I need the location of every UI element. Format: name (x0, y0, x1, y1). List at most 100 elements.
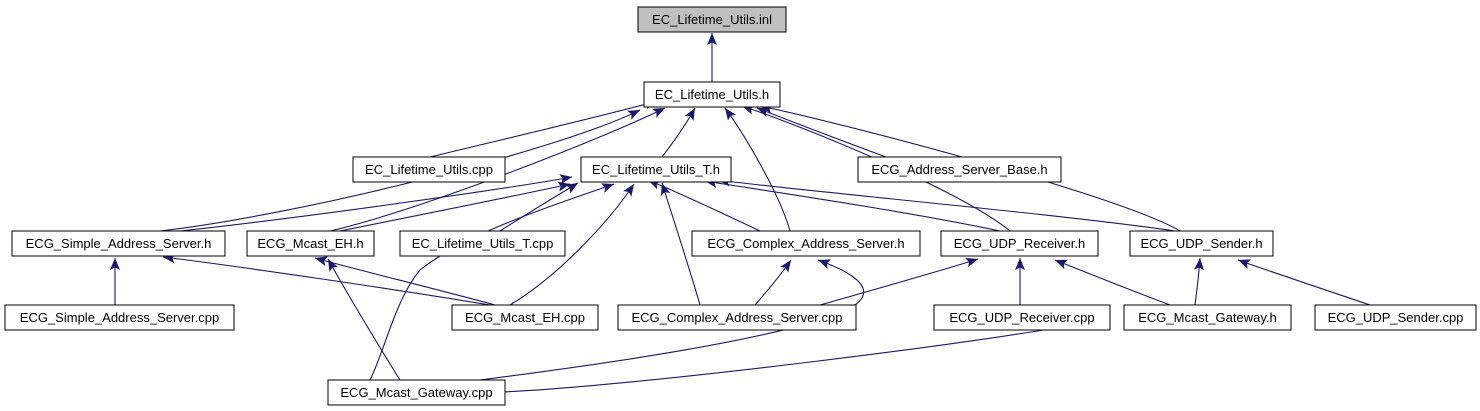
edge-line (329, 107, 666, 232)
edge-line (327, 258, 401, 381)
node-box[interactable] (451, 304, 599, 331)
edge-arrowhead (652, 108, 665, 118)
node-box[interactable] (1314, 304, 1477, 331)
node-ecg-udp-receiver-h[interactable]: ECG_UDP_Receiver.h (940, 230, 1099, 257)
edge-n6-to-n3 (339, 181, 571, 232)
node-ec-lifetime-utils-t-cpp[interactable]: EC_Lifetime_Utils_T.cpp (399, 230, 566, 257)
node-box[interactable] (1129, 230, 1274, 257)
node-box[interactable] (637, 6, 787, 33)
node-ecg-mcast-gateway-cpp[interactable]: ECG_Mcast_Gateway.cpp (327, 379, 506, 406)
edge-line (429, 100, 658, 158)
edge-n15-to-n9 (1054, 259, 1171, 306)
edge-arrowhead (565, 183, 578, 194)
node-box[interactable] (399, 230, 566, 257)
node-box[interactable] (857, 156, 1062, 183)
node-box[interactable] (933, 304, 1111, 331)
edge-n17-to-n3 (369, 183, 615, 381)
edge-n13-to-n3 (660, 182, 701, 306)
edge-n13-to-n8 (754, 259, 792, 306)
edge-arrowhead (315, 256, 328, 267)
node-box[interactable] (327, 379, 506, 406)
edge-n6-to-n1 (329, 107, 666, 232)
node-box[interactable] (246, 230, 375, 257)
node-box[interactable] (580, 156, 732, 183)
node-ec-lifetime-utils-t-h[interactable]: EC_Lifetime_Utils_T.h (580, 156, 732, 183)
edge-line (704, 180, 1001, 232)
edge-n5-to-n3 (179, 174, 573, 232)
node-box[interactable] (617, 304, 857, 331)
edge-line (819, 258, 979, 306)
node-ecg-udp-sender-cpp[interactable]: ECG_UDP_Sender.cpp (1314, 304, 1477, 331)
node-box[interactable] (940, 230, 1099, 257)
edge-line (509, 183, 635, 306)
edge-n12-to-n3 (509, 183, 635, 306)
node-ecg-udp-sender-h[interactable]: ECG_UDP_Sender.h (1129, 230, 1274, 257)
edge-arrowhead (110, 258, 120, 270)
edge-n15-to-n10 (1194, 257, 1205, 306)
edge-line (369, 183, 615, 381)
edge-arrowhead (1015, 258, 1025, 270)
node-box[interactable] (352, 156, 506, 183)
edge-n13-to-n9 (819, 257, 979, 306)
node-ecg-mcast-eh-cpp[interactable]: ECG_Mcast_EH.cpp (451, 304, 599, 331)
edge-line (756, 107, 887, 158)
node-box[interactable] (1123, 304, 1292, 331)
node-ecg-simple-address-server-cpp[interactable]: ECG_Simple_Address_Server.cpp (4, 304, 235, 331)
node-ec-lifetime-utils-inl[interactable]: EC_Lifetime_Utils.inl (637, 6, 787, 33)
node-ecg-udp-receiver-cpp[interactable]: ECG_UDP_Receiver.cpp (933, 304, 1111, 331)
edge-n4-to-n1 (756, 107, 887, 158)
edge-line (1237, 259, 1371, 306)
node-ecg-mcast-gateway-h[interactable]: ECG_Mcast_Gateway.h (1123, 304, 1292, 331)
edge-n12-to-n6 (314, 256, 496, 306)
edge-line (162, 256, 491, 306)
node-ecg-mcast-eh-h[interactable]: ECG_Mcast_EH.h (246, 230, 375, 257)
edge-line (717, 179, 1176, 232)
edge-arrowhead (707, 33, 717, 45)
edge-arrowhead (1055, 259, 1068, 270)
edge-layer (110, 33, 1371, 393)
edge-arrowhead (818, 259, 831, 269)
edge-n8-to-n1 (724, 107, 791, 232)
edge-n3-to-n1 (661, 107, 696, 158)
edge-n11-to-n5 (110, 258, 120, 305)
node-ecg-complex-address-server-cpp[interactable]: ECG_Complex_Address_Server.cpp (617, 304, 857, 331)
edge-n8-to-n3 (647, 179, 761, 232)
edge-arrowhead (1238, 259, 1251, 269)
node-box[interactable] (4, 304, 235, 331)
edge-n16-to-n10 (1237, 259, 1371, 306)
edge-arrowhead (559, 174, 572, 185)
edge-n7-to-n3 (499, 182, 579, 232)
node-box[interactable] (691, 230, 921, 257)
edge-arrowhead (328, 259, 339, 272)
node-ecg-simple-address-server-h[interactable]: ECG_Simple_Address_Server.h (11, 230, 226, 257)
edge-n9-to-n3 (704, 177, 1001, 232)
edge-n14-to-n9 (1015, 258, 1025, 305)
edge-n10-to-n3 (717, 176, 1176, 232)
edge-line (661, 182, 701, 306)
edge-arrowhead (725, 108, 737, 121)
edge-n1-to-n0 (707, 33, 717, 82)
edge-line (179, 176, 573, 232)
edge-line (647, 179, 761, 232)
edge-arrowhead (965, 257, 978, 268)
edge-line (724, 107, 791, 232)
node-box[interactable] (643, 81, 781, 108)
edge-n12-to-n5 (162, 253, 491, 306)
node-box[interactable] (11, 230, 226, 257)
node-ec-lifetime-utils-h[interactable]: EC_Lifetime_Utils.h (643, 81, 781, 108)
node-ecg-address-server-base-h[interactable]: ECG_Address_Server_Base.h (857, 156, 1062, 183)
edge-line (339, 183, 571, 232)
edge-line (1054, 259, 1171, 306)
edge-arrowhead (684, 108, 695, 121)
edge-arrowhead (660, 183, 671, 196)
edge-arrowhead (627, 110, 640, 120)
edge-arrowhead (601, 183, 614, 193)
edge-arrowhead (557, 181, 570, 192)
node-ec-lifetime-utils-cpp[interactable]: EC_Lifetime_Utils.cpp (352, 156, 506, 183)
node-layer: EC_Lifetime_Utils.inlEC_Lifetime_Utils.h… (4, 6, 1477, 406)
edge-arrowhead (623, 184, 634, 197)
edge-arrowhead (1194, 258, 1205, 271)
node-ecg-complex-address-server-h[interactable]: ECG_Complex_Address_Server.h (691, 230, 921, 257)
